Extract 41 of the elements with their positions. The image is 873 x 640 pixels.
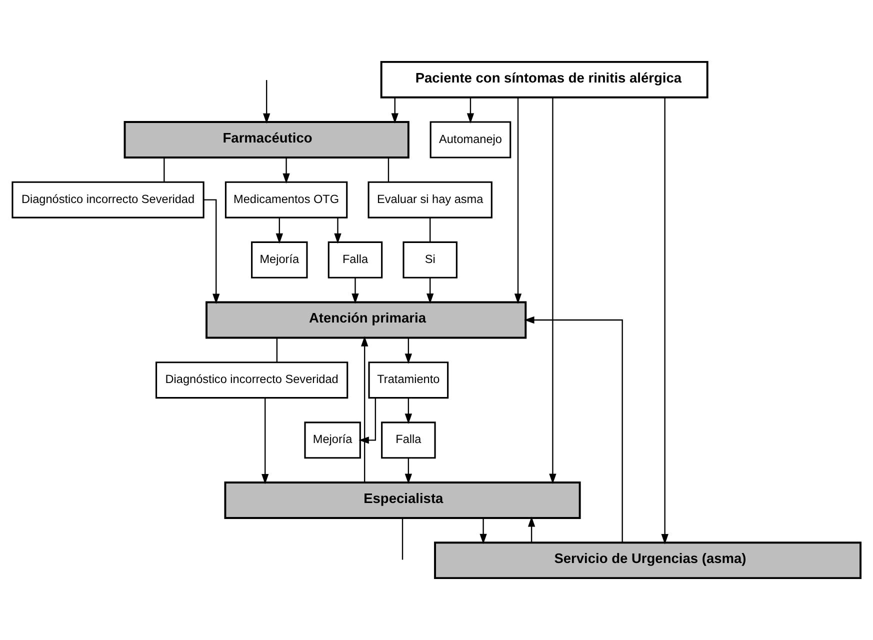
arrow [466,98,474,124]
node-box: Mejoría [251,241,308,278]
connector [430,218,431,242]
node-box: Falla [328,241,383,278]
arrow [404,398,412,424]
connector [164,158,165,182]
node-box: Atención primaria [206,301,527,339]
node-box: Diagnóstico incorrecto Severidad [156,362,348,399]
node-box: Automanejo [430,121,512,158]
arrow [404,338,412,364]
arrow [391,98,398,124]
node-box: Diagnóstico incorrecto Severidad [12,181,204,218]
arrow [404,458,412,484]
arrow [361,336,368,482]
node-box: Tratamiento [368,362,449,399]
node-box: Servicio de Urgencias (asma) [434,542,862,580]
arrow [263,80,270,124]
node-box: Falla [381,422,436,459]
node-box: Farmacéutico [124,121,410,158]
arrow [528,516,536,542]
connector [402,518,404,560]
node-box: Paciente con síntomas de rinitis alérgica [380,60,708,98]
connector [388,158,390,182]
arrow [661,98,668,544]
arrow [334,218,342,244]
node-box: Medicamentos OTG [224,181,348,218]
arrow [282,158,290,184]
arrow [524,316,623,542]
arrow [352,278,359,304]
arrow [276,218,283,244]
arrow [358,398,376,444]
arrow [514,98,522,304]
node-box: Si [402,241,458,278]
arrow [549,97,556,484]
arrow [262,398,269,484]
node-box: Evaluar si hay asma [368,181,492,218]
arrow [480,518,487,544]
node-box: Mejoría [304,422,361,459]
connector [276,338,278,362]
node-box: Especialista [224,482,581,519]
arrow [426,278,434,304]
